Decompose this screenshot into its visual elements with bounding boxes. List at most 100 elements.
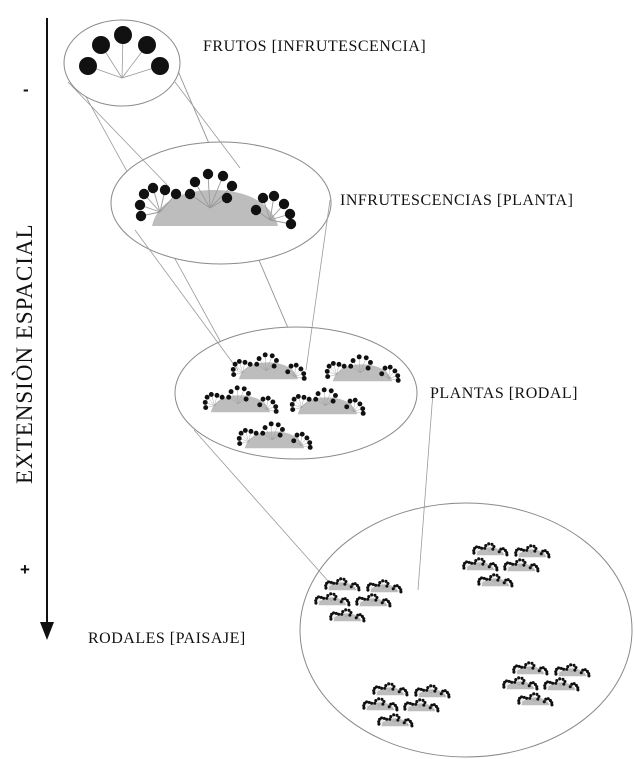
fruit: [289, 401, 295, 407]
fruit: [280, 427, 285, 432]
fruit: [472, 549, 476, 553]
connector-3-4: [193, 391, 434, 591]
fruit: [546, 697, 550, 701]
fruit: [384, 684, 388, 688]
fruit: [363, 597, 367, 601]
fruit: [380, 716, 384, 720]
fruit: [514, 551, 518, 555]
fruit: [484, 544, 488, 548]
fruit: [377, 722, 381, 726]
fruit: [483, 546, 487, 550]
fruit: [315, 391, 321, 397]
fruit: [374, 699, 378, 703]
fruit: [529, 694, 533, 698]
fruit: [353, 582, 357, 586]
label-infrutescencias: INFRUTESCENCIAS [PLANTA]: [340, 192, 574, 209]
fruit: [151, 57, 169, 75]
fruit: [253, 430, 259, 436]
fruit: [377, 583, 381, 587]
fruit: [501, 547, 505, 551]
plant-body: [152, 190, 278, 226]
fruit: [433, 689, 437, 693]
plant: [462, 557, 499, 572]
fruit: [397, 690, 401, 694]
fruit: [390, 682, 394, 686]
fruit: [273, 404, 279, 410]
fruit: [360, 406, 366, 412]
fruit: [570, 682, 574, 686]
fruit: [539, 666, 543, 670]
fruit: [230, 366, 236, 372]
fruit: [399, 590, 403, 594]
fruit: [396, 718, 400, 722]
fruit: [508, 561, 512, 565]
plant-infructescences-group: [134, 168, 297, 230]
plant: [403, 698, 440, 713]
fruit: [214, 392, 220, 398]
fruit: [546, 680, 550, 684]
fruit: [362, 619, 366, 623]
fruit: [362, 706, 366, 710]
fruit: [544, 697, 548, 701]
fruit: [480, 576, 484, 580]
fruit: [384, 579, 388, 583]
fruit: [324, 586, 328, 590]
plant-body: [238, 362, 299, 380]
plant-body: [476, 547, 505, 556]
fruit: [517, 664, 521, 668]
plant-body: [376, 687, 405, 696]
fruit: [365, 365, 371, 371]
fruit-stalk: [207, 173, 211, 209]
fruit: [522, 548, 526, 552]
fruit: [522, 563, 526, 567]
fruit: [477, 582, 481, 586]
fruit: [248, 428, 254, 434]
fruit: [418, 698, 422, 702]
plant: [362, 697, 399, 712]
fruit: [360, 596, 364, 600]
fruit-stalk: [265, 355, 273, 371]
fruit: [324, 368, 330, 374]
fruit: [387, 682, 391, 686]
plant-body: [521, 697, 550, 706]
fruit: [374, 598, 378, 602]
fruit-stalk: [323, 389, 326, 406]
fruit: [432, 703, 436, 707]
fruit: [496, 578, 500, 582]
fruit: [490, 542, 494, 546]
fruit: [576, 688, 580, 692]
fruit: [268, 190, 280, 202]
fruit: [339, 577, 343, 581]
fruit: [517, 547, 521, 551]
fruit: [347, 603, 351, 607]
fruit: [135, 210, 147, 222]
fruit: [371, 582, 375, 586]
fruit: [391, 702, 395, 706]
fruit: [507, 679, 511, 683]
fruit: [482, 559, 486, 564]
fruit: [523, 665, 527, 669]
fruit: [232, 361, 238, 367]
fruit: [342, 577, 346, 581]
fruit: [340, 612, 344, 616]
fruit: [422, 703, 426, 707]
fruit: [204, 394, 210, 400]
fruit: [447, 695, 451, 699]
fruit: [477, 580, 481, 584]
plant: [503, 558, 540, 573]
fruit: [370, 593, 374, 597]
fruit: [257, 192, 269, 204]
fruit: [348, 363, 354, 369]
fruit: [341, 597, 345, 601]
fruit: [262, 352, 268, 358]
fruit: [399, 687, 403, 691]
fruit: [520, 665, 524, 669]
fruit: [514, 678, 518, 682]
plant: [377, 713, 414, 728]
fruit: [384, 598, 388, 602]
infructescence: [79, 26, 169, 79]
fruit: [307, 444, 313, 450]
fruit: [557, 666, 561, 670]
fruit: [395, 708, 399, 712]
fruit: [393, 584, 397, 588]
